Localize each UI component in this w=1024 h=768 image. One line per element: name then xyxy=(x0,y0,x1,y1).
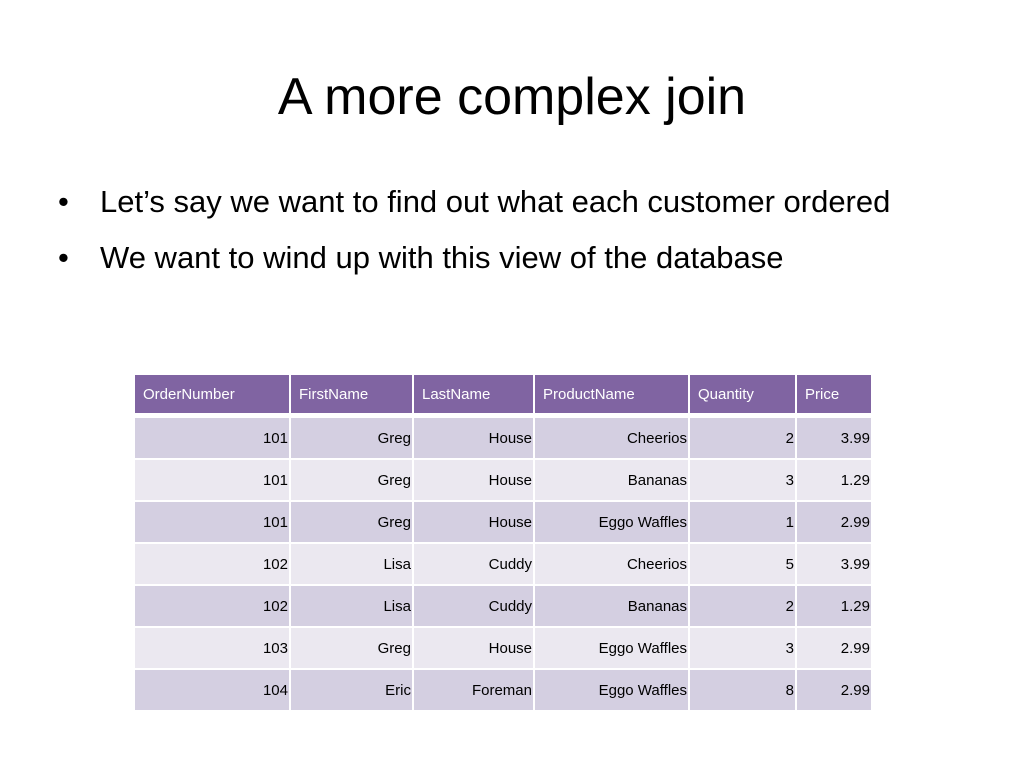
cell-ordernumber: 103 xyxy=(135,627,291,670)
table-row: 103 Greg House Eggo Waffles 3 2.99 xyxy=(135,627,871,670)
cell-ordernumber: 104 xyxy=(135,669,291,712)
header-quantity: Quantity xyxy=(689,375,797,418)
table-row: 104 Eric Foreman Eggo Waffles 8 2.99 xyxy=(135,669,871,712)
bullet-item: • We want to wind up with this view of t… xyxy=(58,236,958,280)
table-row: 101 Greg House Bananas 3 1.29 xyxy=(135,459,871,502)
cell-price: 3.99 xyxy=(796,415,871,460)
cell-quantity: 2 xyxy=(689,415,797,460)
bullet-dot-icon: • xyxy=(58,240,69,275)
cell-firstname: Lisa xyxy=(290,543,414,586)
cell-firstname: Greg xyxy=(290,459,414,502)
slide-title: A more complex join xyxy=(277,68,747,126)
cell-ordernumber: 101 xyxy=(135,415,291,460)
table-row: 102 Lisa Cuddy Cheerios 5 3.99 xyxy=(135,543,871,586)
bullet-dot-icon: • xyxy=(58,184,69,219)
cell-ordernumber: 101 xyxy=(135,459,291,502)
bullet-list: • Let’s say we want to find out what eac… xyxy=(58,180,958,292)
cell-firstname: Greg xyxy=(290,627,414,670)
cell-lastname: Foreman xyxy=(413,669,535,712)
cell-firstname: Greg xyxy=(290,501,414,544)
orders-table: OrderNumber FirstName LastName ProductNa… xyxy=(135,375,871,712)
cell-ordernumber: 102 xyxy=(135,543,291,586)
cell-firstname: Lisa xyxy=(290,585,414,628)
cell-productname: Eggo Waffles xyxy=(534,627,690,670)
table-row: 101 Greg House Eggo Waffles 1 2.99 xyxy=(135,501,871,544)
cell-firstname: Greg xyxy=(290,415,414,460)
cell-lastname: House xyxy=(413,627,535,670)
header-productname: ProductName xyxy=(534,375,690,418)
cell-ordernumber: 102 xyxy=(135,585,291,628)
header-lastname: LastName xyxy=(413,375,535,418)
cell-productname: Cheerios xyxy=(534,415,690,460)
cell-productname: Cheerios xyxy=(534,543,690,586)
cell-quantity: 1 xyxy=(689,501,797,544)
cell-price: 3.99 xyxy=(796,543,871,586)
cell-lastname: House xyxy=(413,459,535,502)
cell-price: 2.99 xyxy=(796,669,871,712)
cell-firstname: Eric xyxy=(290,669,414,712)
cell-productname: Eggo Waffles xyxy=(534,669,690,712)
cell-ordernumber: 101 xyxy=(135,501,291,544)
cell-quantity: 2 xyxy=(689,585,797,628)
cell-quantity: 5 xyxy=(689,543,797,586)
cell-productname: Bananas xyxy=(534,585,690,628)
cell-productname: Bananas xyxy=(534,459,690,502)
cell-quantity: 3 xyxy=(689,459,797,502)
cell-productname: Eggo Waffles xyxy=(534,501,690,544)
table-row: 101 Greg House Cheerios 2 3.99 xyxy=(135,415,871,460)
cell-lastname: House xyxy=(413,501,535,544)
header-price: Price xyxy=(796,375,871,418)
cell-price: 1.29 xyxy=(796,459,871,502)
cell-price: 2.99 xyxy=(796,627,871,670)
header-ordernumber: OrderNumber xyxy=(135,375,291,418)
header-firstname: FirstName xyxy=(290,375,414,418)
table-header-row: OrderNumber FirstName LastName ProductNa… xyxy=(135,375,871,418)
cell-lastname: Cuddy xyxy=(413,543,535,586)
cell-price: 2.99 xyxy=(796,501,871,544)
cell-lastname: House xyxy=(413,415,535,460)
cell-price: 1.29 xyxy=(796,585,871,628)
cell-lastname: Cuddy xyxy=(413,585,535,628)
cell-quantity: 8 xyxy=(689,669,797,712)
bullet-text: Let’s say we want to find out what each … xyxy=(100,184,891,219)
bullet-item: • Let’s say we want to find out what eac… xyxy=(58,180,958,224)
bullet-text: We want to wind up with this view of the… xyxy=(100,240,784,275)
table-row: 102 Lisa Cuddy Bananas 2 1.29 xyxy=(135,585,871,628)
orders-table-wrap: OrderNumber FirstName LastName ProductNa… xyxy=(135,375,871,712)
cell-quantity: 3 xyxy=(689,627,797,670)
